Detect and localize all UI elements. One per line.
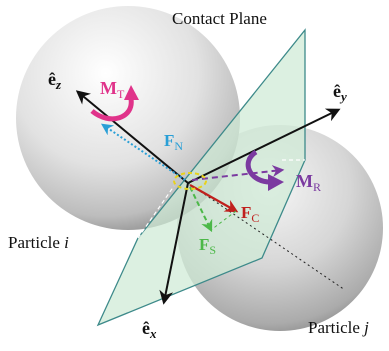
particle-i-label: Particle i: [8, 233, 69, 252]
moment-mr-axis: [191, 165, 285, 181]
axis-ez: [75, 90, 189, 184]
contact-plane-label: Contact Plane: [172, 9, 267, 28]
axis-ey-label: êy: [333, 81, 347, 104]
force-fn-label: FN: [164, 131, 183, 153]
moment-mt-arc: [90, 98, 134, 122]
moment-mt-head: [124, 85, 139, 100]
contact-area-ring: [173, 172, 207, 190]
plane-hidden-edge: [137, 185, 175, 239]
fc-guide: [210, 210, 237, 231]
force-fc-label: FC: [241, 203, 259, 225]
moment-mt-label: MT: [100, 78, 125, 101]
moment-mr-label: MR: [296, 171, 321, 194]
axis-ez-label: êz: [48, 69, 62, 92]
force-fc-arrow: [189, 184, 239, 213]
moment-mr-arc: [245, 149, 273, 185]
center-line: [187, 182, 346, 291]
axis-ey: [187, 108, 341, 184]
axis-ex-label: êx: [142, 318, 157, 341]
moment-mr-head: [268, 174, 284, 191]
particle-j-label: Particle j: [308, 318, 369, 337]
axis-ex: [159, 182, 189, 305]
force-fs-label: FS: [199, 235, 216, 257]
